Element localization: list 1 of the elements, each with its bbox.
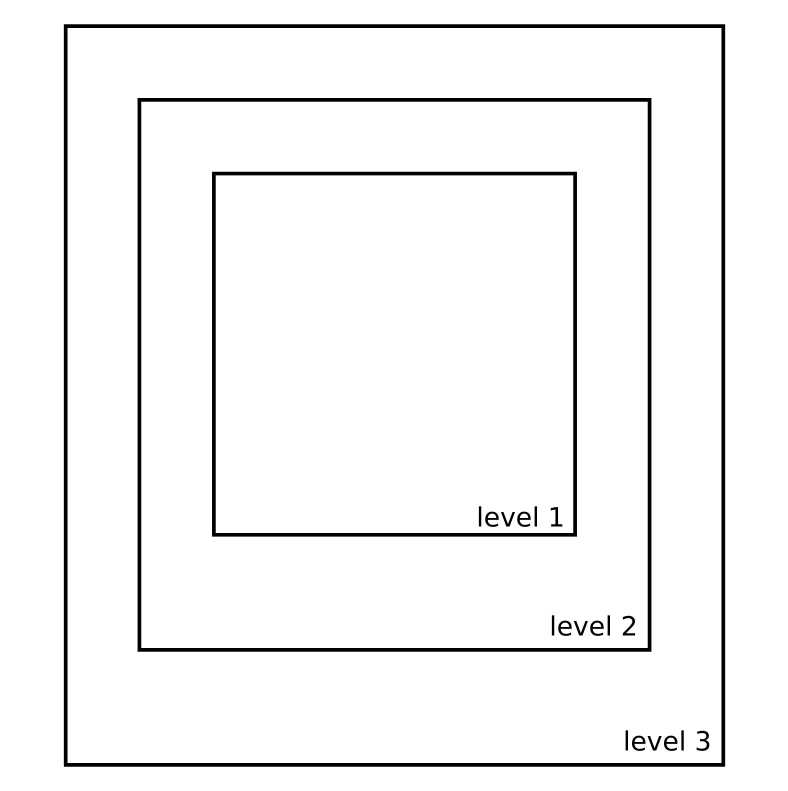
node-box: level 1 [212, 172, 576, 537]
